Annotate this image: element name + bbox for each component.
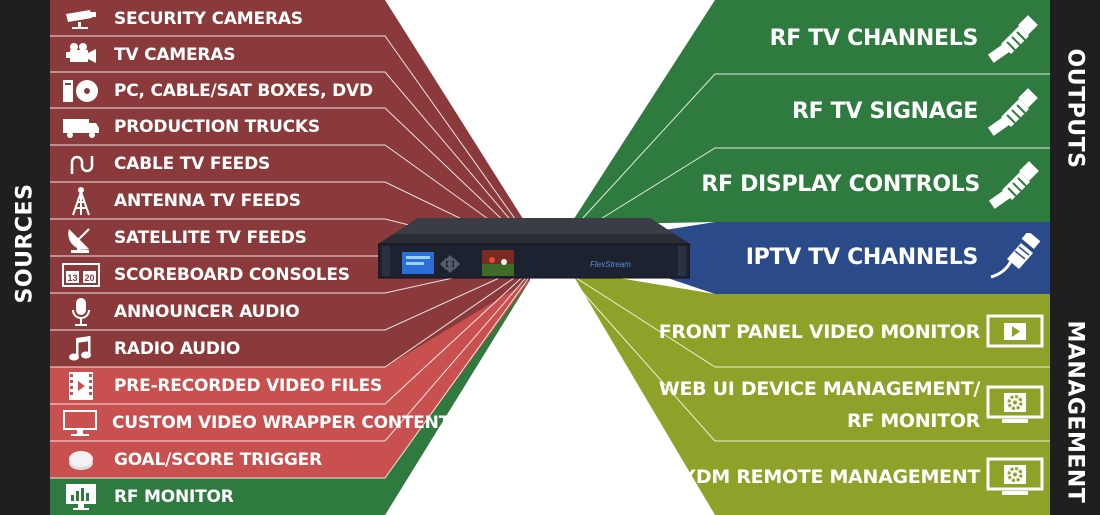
outputs-fan-rf xyxy=(570,0,1050,225)
outputs-fan-iptv xyxy=(570,222,1050,294)
output-item: IPTV TV CHANNELS xyxy=(715,223,1050,293)
output-item: RF TV SIGNAGE xyxy=(715,77,1050,147)
output-label: RF TV CHANNELS xyxy=(769,26,979,51)
source-label: CABLE TV FEEDS xyxy=(114,153,271,174)
sources-fan-light xyxy=(50,280,530,478)
source-label: ANNOUNCER AUDIO xyxy=(114,301,300,322)
management-fan xyxy=(570,270,1050,515)
output-label: IPTV TV CHANNELS xyxy=(745,245,979,270)
output-item: RF DISPLAY CONTROLS xyxy=(701,150,1050,220)
source-item: PC, CABLE/SAT BOXES, DVD xyxy=(50,72,385,109)
source-label: GOAL/SCORE TRIGGER xyxy=(114,449,322,470)
source-label: PRODUCTION TRUCKS xyxy=(114,116,320,137)
flexstream-device: FlexStream xyxy=(378,218,690,279)
source-label: TV CAMERAS xyxy=(114,44,236,65)
source-label: SCOREBOARD CONSOLES xyxy=(114,264,350,285)
source-label: PC, CABLE/SAT BOXES, DVD xyxy=(114,80,373,101)
source-item: RF MONITOR xyxy=(50,478,385,515)
management-label: MANAGEMENT xyxy=(1062,320,1088,504)
sources-bar: SOURCES xyxy=(0,0,50,515)
antenna-icon xyxy=(62,186,100,215)
management-item: WEB UI DEVICE MANAGEMENT/ RF MONITOR xyxy=(659,369,1050,441)
management-label-line: RF MONITOR xyxy=(847,410,980,432)
gear-screen-icon xyxy=(986,452,1044,502)
source-label: SATELLITE TV FEEDS xyxy=(114,227,307,248)
source-label: PRE-RECORDED VIDEO FILES xyxy=(114,375,383,396)
source-label: CUSTOM VIDEO WRAPPER CONTENT xyxy=(112,412,451,433)
tv-camera-icon xyxy=(62,41,100,69)
video-file-icon xyxy=(62,371,100,400)
source-item: GOAL/SCORE TRIGGER xyxy=(50,441,385,478)
svg-text:13: 13 xyxy=(68,273,78,283)
cable-icon xyxy=(62,150,100,178)
source-item: RADIO AUDIO xyxy=(50,330,385,367)
source-label: ANTENNA TV FEEDS xyxy=(114,190,301,211)
gear-screen-icon xyxy=(986,380,1044,430)
management-label-line: FRONT PANEL VIDEO MONITOR xyxy=(658,321,981,343)
source-item: PRE-RECORDED VIDEO FILES xyxy=(50,367,385,404)
management-item: FRONT PANEL VIDEO MONITOR xyxy=(659,298,1050,366)
source-label: RADIO AUDIO xyxy=(114,338,241,359)
outputs-management-bar: OUTPUTS MANAGEMENT xyxy=(1050,0,1100,515)
outputs-label: OUTPUTS xyxy=(1062,48,1088,169)
source-item: CUSTOM VIDEO WRAPPER CONTENT xyxy=(50,404,450,441)
source-item: SATELLITE TV FEEDS xyxy=(50,219,385,256)
trigger-button-icon xyxy=(62,446,100,474)
coax-connector-icon xyxy=(984,14,1044,64)
pc-dvd-icon xyxy=(62,77,100,105)
music-note-icon xyxy=(62,335,100,363)
output-item: RF TV CHANNELS xyxy=(715,4,1050,74)
management-label-line: WEB UI DEVICE MANAGEMENT/ xyxy=(658,378,980,400)
source-item: ANTENNA TV FEEDS xyxy=(50,182,385,219)
monitor-icon xyxy=(62,409,98,437)
svg-text:20: 20 xyxy=(85,273,95,283)
source-item: CABLE TV FEEDS xyxy=(50,145,385,182)
source-item: SECURITY CAMERAS xyxy=(50,0,385,37)
rf-monitor-icon xyxy=(62,483,100,511)
microphone-icon xyxy=(62,297,100,326)
play-screen-icon xyxy=(986,307,1044,357)
management-label-line: FLEXDM REMOTE MANAGEMENT xyxy=(644,466,980,488)
source-item: ANNOUNCER AUDIO xyxy=(50,293,385,330)
source-item: PRODUCTION TRUCKS xyxy=(50,108,385,145)
management-item: FLEXDM REMOTE MANAGEMENT xyxy=(644,443,1050,511)
sources-label: SOURCES xyxy=(12,183,38,304)
nav-buttons xyxy=(440,255,460,273)
scoreboard-icon: 13 20 xyxy=(62,261,100,289)
coax-connector-icon xyxy=(984,87,1044,137)
coax-connector-icon xyxy=(986,160,1044,210)
source-item: 13 20 SCOREBOARD CONSOLES xyxy=(50,256,385,293)
source-item: TV CAMERAS xyxy=(50,36,385,73)
security-camera-icon xyxy=(62,5,100,33)
output-label: RF TV SIGNAGE xyxy=(791,99,978,124)
device-brand: FlexStream xyxy=(590,260,631,269)
source-label: SECURITY CAMERAS xyxy=(114,8,303,29)
source-label: RF MONITOR xyxy=(114,486,234,507)
output-label: RF DISPLAY CONTROLS xyxy=(701,172,980,197)
satellite-dish-icon xyxy=(62,224,100,253)
sources-fan-green xyxy=(50,280,530,515)
ethernet-connector-icon xyxy=(984,233,1044,283)
production-truck-icon xyxy=(62,113,100,141)
